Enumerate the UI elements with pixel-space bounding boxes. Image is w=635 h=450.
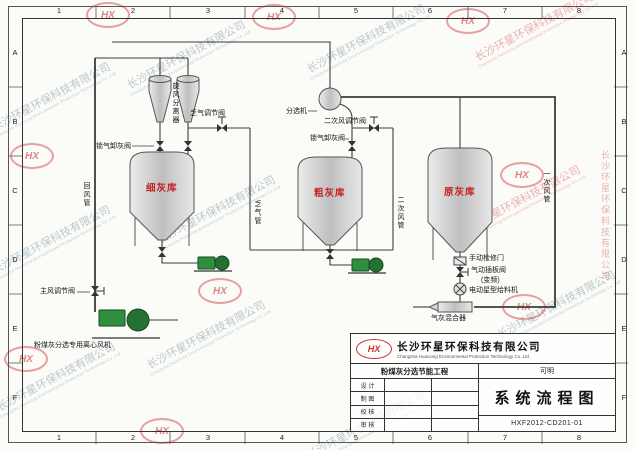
label-manual-access-door: 手动检修门 — [469, 255, 504, 262]
label-air-ash-mixer: 气灰混合器 — [431, 315, 466, 322]
air-ash-mixer-body — [427, 301, 473, 313]
grid-label: 7 — [502, 433, 508, 442]
company-name-en: Changsha Huanxing Environmental Protecti… — [397, 353, 529, 359]
grid-label: C — [621, 186, 627, 195]
grid-label: 3 — [205, 6, 211, 15]
grid-label: 1 — [56, 6, 62, 15]
row-design-label: 设 计 — [351, 379, 385, 392]
project-name: 粉煤灰分选节能工程 — [351, 364, 479, 378]
empty-cell — [432, 392, 478, 404]
grid-label: F — [621, 393, 627, 402]
empty-cell — [432, 379, 478, 391]
grid-label: 4 — [279, 6, 285, 15]
classifier-body — [318, 87, 342, 111]
row-draft-label: 制 图 — [351, 392, 385, 405]
label-fan: 粉煤灰分选专用离心风机 — [34, 342, 111, 349]
label-airlock-valve-left: 锁气卸灰阀 — [96, 143, 131, 150]
grid-label: 5 — [353, 433, 359, 442]
label-fine-ash-silo: 细灰库 — [146, 183, 178, 194]
grid-label: B — [12, 117, 18, 126]
grid-label: E — [621, 324, 627, 333]
empty-cell — [432, 419, 478, 431]
grid-label: 2 — [130, 6, 136, 15]
company-name-cn: 长沙环星环保科技有限公司 — [397, 340, 541, 353]
empty-cell — [385, 405, 432, 418]
drawing-title: 系统流程图 — [494, 389, 600, 407]
grid-label: F — [12, 393, 18, 402]
label-coarse-ash-silo: 粗灰库 — [314, 188, 346, 199]
grid-label: 1 — [56, 433, 62, 442]
grid-label: D — [12, 255, 18, 264]
grid-label: 6 — [427, 433, 433, 442]
empty-cell — [432, 406, 478, 418]
title-block: HX 长沙环星环保科技有限公司 Changsha Huanxing Enviro… — [350, 333, 616, 432]
grid-label: 5 — [353, 6, 359, 15]
grid-label: 2 — [130, 433, 136, 442]
empty-cell — [385, 418, 432, 431]
main-fan — [98, 308, 150, 332]
piping — [94, 41, 556, 321]
label-primary-air-duct: 一次风管 — [543, 170, 551, 204]
grid-label: 6 — [427, 6, 433, 15]
empty-cell — [385, 379, 432, 392]
valves — [91, 124, 464, 296]
label-raw-ash-silo: 原灰库 — [444, 187, 476, 198]
title-block-company-row: HX 长沙环星环保科技有限公司 Changsha Huanxing Enviro… — [351, 334, 615, 364]
grid-label: A — [621, 48, 627, 57]
label-main-air-valve: 主风调节阀 — [40, 288, 75, 295]
label-airlock-valve-mid: 锁气卸灰阀 — [310, 135, 345, 142]
row-check-label: 校 核 — [351, 405, 385, 418]
grid-label: 8 — [576, 6, 582, 15]
grid-label: D — [621, 255, 627, 264]
row-approve-label: 审 核 — [351, 418, 385, 431]
grid-label: E — [12, 324, 18, 333]
pumps — [197, 255, 384, 273]
title-block-project-row: 粉煤灰分选节能工程 可明 — [351, 364, 615, 379]
company-logo-text: HX — [367, 343, 381, 354]
label-pneumatic-gate-valve: 气动插板阀 — [471, 267, 506, 274]
grid-label: 3 — [205, 433, 211, 442]
cyclone-separators — [148, 75, 200, 123]
label-leaders — [77, 110, 349, 293]
grid-label: B — [621, 117, 627, 126]
grid-ticks — [8, 6, 628, 444]
label-classifier: 分选机 — [286, 108, 307, 115]
drawing-number: HXF2012-CD201-01 — [479, 415, 615, 431]
stage-mark: 可明 — [540, 368, 554, 375]
label-secondary-air-valve: 二次风调节阀 — [324, 118, 366, 125]
raw-discharge-devices — [453, 256, 467, 296]
label-secondary-air-duct: 二次风管 — [397, 196, 405, 230]
equipment-bases — [92, 270, 386, 339]
grid-label: A — [12, 48, 18, 57]
silos — [129, 147, 493, 260]
label-rotary-feeder: 电动星型给料机 — [469, 287, 518, 294]
grid-label: 4 — [279, 433, 285, 442]
label-vfd-note: (变频) — [481, 277, 500, 284]
label-return-air-duct: 回风管 — [83, 182, 91, 208]
grid-label: C — [12, 186, 18, 195]
label-cyclone-separator: 旋风分离器 — [172, 82, 180, 125]
label-spent-air-duct: 乏气管 — [254, 200, 262, 226]
grid-label: 7 — [502, 6, 508, 15]
valve-stems — [95, 116, 469, 295]
signature-table: 设 计 制 图 校 核 审 核 — [351, 379, 479, 431]
grid-label: 8 — [576, 433, 582, 442]
label-spent-air-valve: 乏气调节阀 — [190, 110, 225, 117]
empty-cell — [385, 392, 432, 405]
company-logo: HX — [356, 338, 392, 359]
